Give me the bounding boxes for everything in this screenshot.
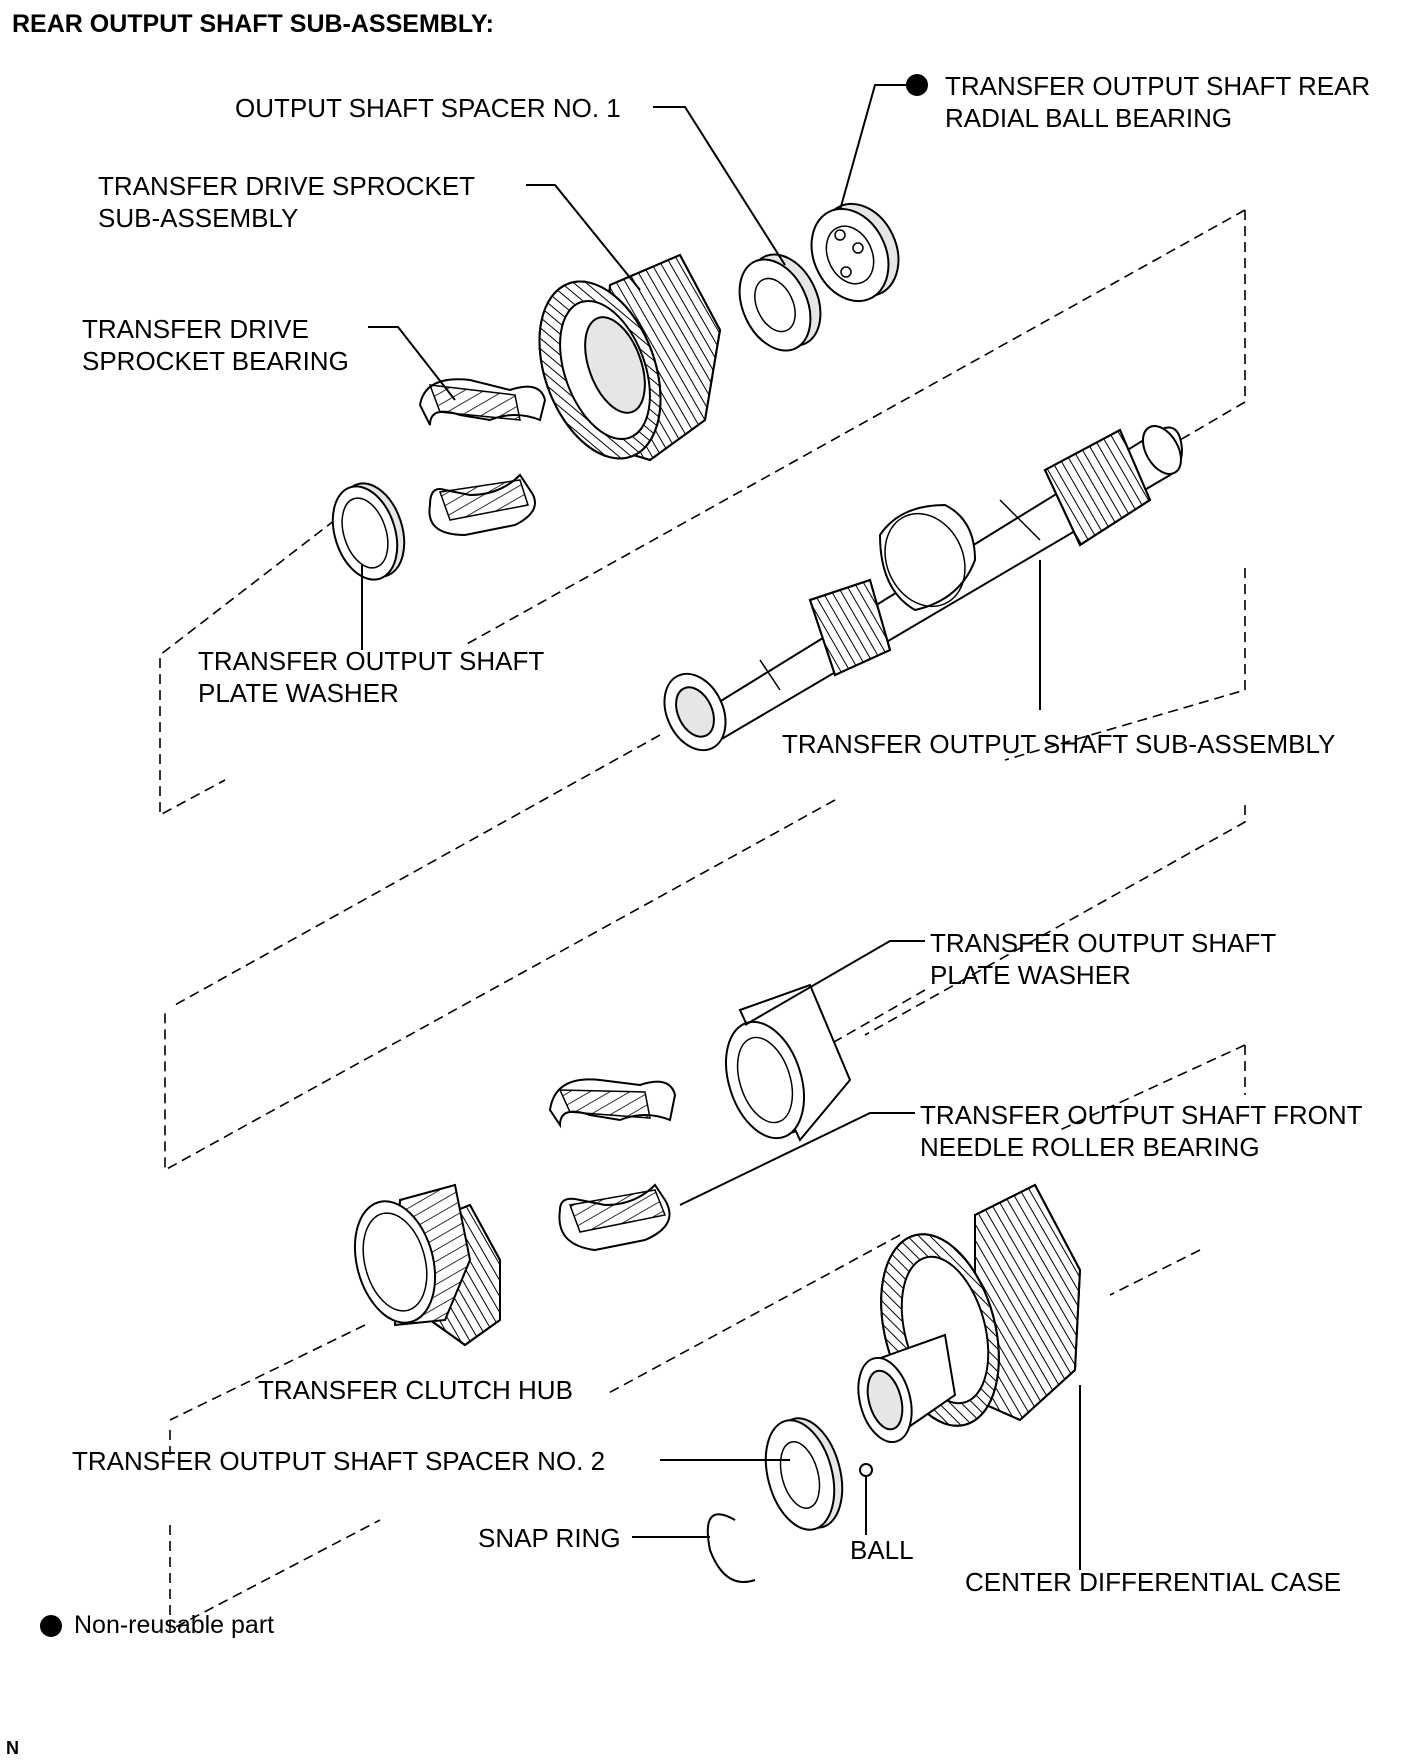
label-front-bearing-line2: NEEDLE ROLLER BEARING bbox=[920, 1132, 1260, 1162]
lower-assembly-guides bbox=[169, 989, 1246, 1632]
output-shaft-spacer-2 bbox=[764, 1417, 844, 1531]
ball bbox=[859, 1463, 873, 1477]
label-sprocket-bearing-line1: TRANSFER DRIVE bbox=[82, 314, 309, 344]
legend: Non-reusable part bbox=[40, 1611, 274, 1640]
plate-washer-bottom bbox=[725, 983, 852, 1142]
output-shaft-spacer-1 bbox=[738, 253, 822, 352]
non-reusable-legend-icon bbox=[40, 1614, 62, 1637]
rear-radial-ball-bearing bbox=[810, 202, 900, 303]
label-ball: BALL bbox=[850, 1535, 914, 1565]
figure-code: N bbox=[6, 1738, 19, 1758]
label-rear-bearing-line1: TRANSFER OUTPUT SHAFT REAR bbox=[945, 71, 1371, 101]
label-snap-ring: SNAP RING bbox=[478, 1523, 621, 1553]
label-washer-top-line2: PLATE WASHER bbox=[198, 678, 399, 708]
diagram-title: REAR OUTPUT SHAFT SUB-ASSEMBLY: bbox=[12, 10, 494, 38]
label-spacer-1: OUTPUT SHAFT SPACER NO. 1 bbox=[235, 93, 621, 123]
snap-ring bbox=[706, 1513, 756, 1583]
label-clutch-hub: TRANSFER CLUTCH HUB bbox=[258, 1375, 573, 1405]
drive-sprocket-bearing bbox=[418, 378, 547, 537]
transfer-clutch-hub bbox=[353, 1183, 501, 1347]
label-sprocket-line1: TRANSFER DRIVE SPROCKET bbox=[98, 171, 476, 201]
leader-lines bbox=[361, 74, 1081, 1570]
plate-washer-top bbox=[331, 482, 406, 581]
label-rear-bearing-line2: RADIAL BALL BEARING bbox=[945, 103, 1233, 133]
label-sprocket-line2: SUB-ASSEMBLY bbox=[98, 203, 299, 233]
center-differential-case bbox=[857, 1183, 1082, 1444]
upper-assembly-guides bbox=[159, 209, 1246, 1172]
label-washer-bottom-line2: PLATE WASHER bbox=[930, 960, 1131, 990]
label-sprocket-bearing-line2: SPROCKET BEARING bbox=[82, 346, 349, 376]
front-needle-roller-bearing bbox=[548, 1078, 677, 1252]
label-front-bearing-line1: TRANSFER OUTPUT SHAFT FRONT bbox=[920, 1100, 1363, 1130]
legend-text: Non-reusable part bbox=[74, 1611, 275, 1639]
label-output-shaft: TRANSFER OUTPUT SHAFT SUB-ASSEMBLY bbox=[782, 729, 1336, 759]
label-washer-top-line1: TRANSFER OUTPUT SHAFT bbox=[198, 646, 545, 676]
label-center-diff: CENTER DIFFERENTIAL CASE bbox=[965, 1567, 1342, 1597]
non-reusable-dot-icon bbox=[906, 74, 928, 96]
output-shaft bbox=[663, 425, 1184, 752]
label-washer-bottom-line1: TRANSFER OUTPUT SHAFT bbox=[930, 928, 1277, 958]
transfer-drive-sprocket bbox=[538, 253, 722, 462]
label-spacer-2: TRANSFER OUTPUT SHAFT SPACER NO. 2 bbox=[72, 1446, 606, 1476]
